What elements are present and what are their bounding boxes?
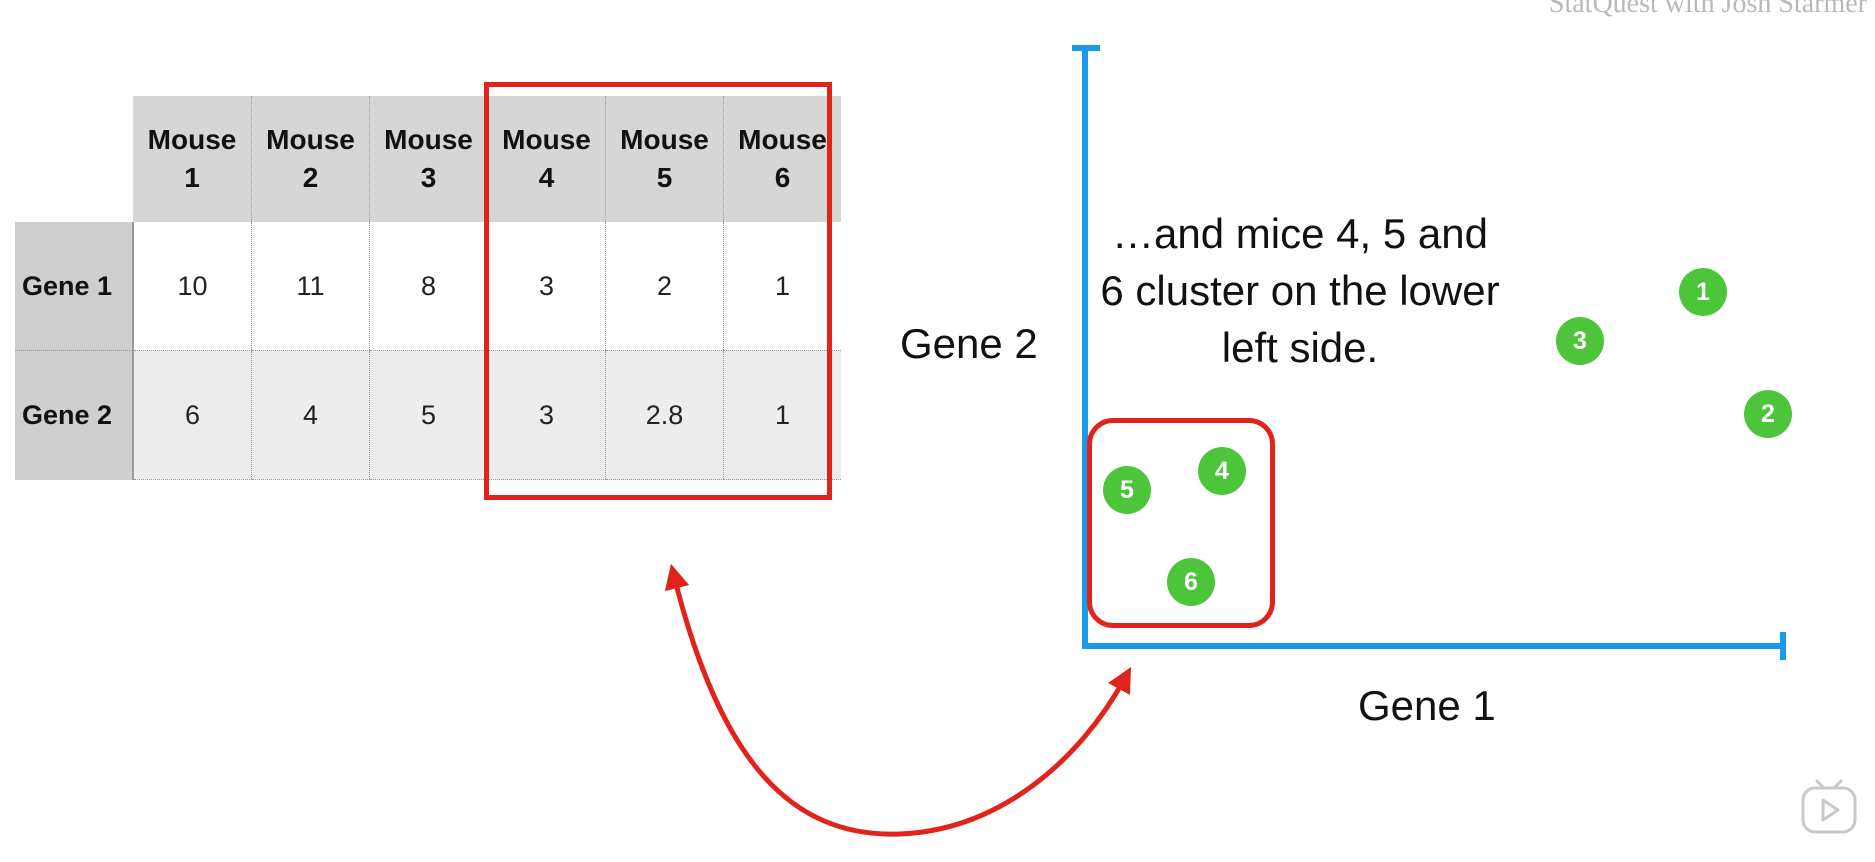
cluster-highlight-box [1087, 418, 1275, 628]
point-mouse-2: 2 [1744, 390, 1792, 438]
table-highlight-box [484, 82, 832, 500]
x-axis-label: Gene 1 [1358, 682, 1496, 729]
point-mouse-1: 1 [1679, 268, 1727, 316]
caption-text: …and mice 4, 5 and 6 cluster on the lowe… [1100, 210, 1500, 371]
row-header-gene-2: Gene 2 [15, 350, 134, 480]
table-cell: 5 [369, 350, 488, 480]
table-cell: 2 [605, 222, 724, 351]
table-cell: 6 [132, 350, 252, 480]
point-mouse-3: 3 [1556, 317, 1604, 365]
point-mouse-6: 6 [1167, 558, 1215, 606]
curved-double-arrow [664, 563, 1132, 837]
table-cell: 8 [369, 222, 488, 351]
table-cell: 3 [487, 350, 606, 480]
table-cell: 3 [487, 222, 606, 351]
y-axis-label: Gene 2 [900, 320, 1038, 367]
table-cell: 1 [723, 350, 841, 480]
table-row: Gene 2 6 4 5 3 2.8 1 [15, 350, 841, 480]
table-cell: 4 [251, 350, 370, 480]
table-cell: 10 [132, 222, 252, 351]
point-mouse-5: 5 [1103, 466, 1151, 514]
row-header-gene-1: Gene 1 [15, 222, 134, 351]
table-row: Gene 1 10 11 8 3 2 1 [15, 222, 841, 351]
point-mouse-4: 4 [1198, 447, 1246, 495]
table-cell: 11 [251, 222, 370, 351]
play-button[interactable] [1800, 779, 1858, 835]
table-cell: 1 [723, 222, 841, 351]
watermark: StatQuest with Josh Starmer [1548, 0, 1867, 19]
play-icon [1801, 779, 1857, 834]
table-cell: 2.8 [605, 350, 724, 480]
